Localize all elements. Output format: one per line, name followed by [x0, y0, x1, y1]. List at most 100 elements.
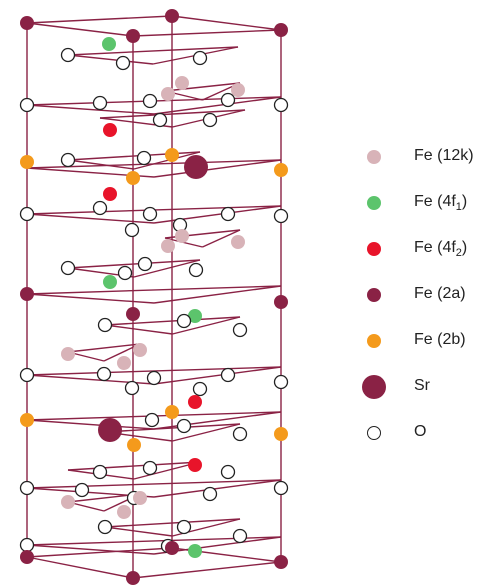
fe-2b-atom [20, 155, 34, 169]
legend-label-fe-2a: Fe (2a) [414, 285, 466, 302]
o-atom [60, 152, 76, 168]
layer-edge [67, 46, 239, 56]
fe-2b-atom [126, 171, 140, 185]
legend-item-sr: Sr [358, 374, 488, 400]
fe-12k-marker [367, 150, 381, 164]
fe-12k-atom [161, 87, 175, 101]
fe-12k-atom [133, 491, 147, 505]
legend-item-fe-4f2: Fe (4f2) [358, 236, 488, 262]
fe-12k-atom [231, 83, 245, 97]
fe-2b-atom [274, 427, 288, 441]
layer-edge [104, 526, 173, 537]
o-atom [202, 112, 218, 128]
o-atom [220, 206, 236, 222]
cell-edge [171, 15, 282, 31]
fe-12k-atom [61, 495, 75, 509]
o-atom [273, 97, 289, 113]
layer-edge [153, 479, 282, 498]
o-atom [176, 418, 192, 434]
layer-edge [26, 293, 155, 304]
fe-2a-atom [274, 295, 288, 309]
fe-4f1-atom [103, 275, 117, 289]
o-atom [142, 93, 158, 109]
o-marker [367, 426, 381, 440]
o-atom [232, 528, 248, 544]
fe-2b-marker [367, 334, 381, 348]
o-atom [19, 537, 35, 553]
fe-4f2-marker [367, 242, 381, 256]
fe-4f2-atom [103, 123, 117, 137]
fe-12k-atom [175, 229, 189, 243]
layer-edge [104, 324, 173, 335]
legend-item-o: O [358, 420, 488, 446]
layer-edge [67, 343, 141, 353]
fe-2a-atom [274, 23, 288, 37]
fe-4f1-marker [367, 196, 381, 210]
layer-edge [172, 423, 241, 442]
legend-item-fe-2b: Fe (2b) [358, 328, 488, 354]
layer-edge [202, 229, 241, 248]
cell-edge [26, 22, 134, 37]
legend-label-fe-4f2: Fe (4f2) [414, 239, 467, 259]
fe-4f2-atom [188, 458, 202, 472]
o-atom [92, 200, 108, 216]
layer-edge [26, 285, 282, 295]
layer-edge [99, 109, 246, 119]
layer-edge [164, 82, 241, 92]
cell-edge [132, 29, 282, 37]
fe-2a-atom [165, 9, 179, 23]
layer-edge [67, 159, 135, 170]
fe-2a-marker [367, 288, 381, 302]
layer-edge [133, 259, 201, 278]
legend-label-fe-2b: Fe (2b) [414, 331, 466, 348]
o-atom [117, 265, 133, 281]
cell-edge [26, 15, 173, 24]
layer-edge [153, 285, 282, 304]
sr-marker [362, 375, 386, 399]
layer-edge [153, 366, 282, 385]
cell-edge [132, 561, 282, 579]
o-atom [19, 480, 35, 496]
layer-edge [153, 96, 282, 115]
fe-2a-atom [126, 29, 140, 43]
fe-12k-atom [231, 235, 245, 249]
fe-12k-atom [117, 356, 131, 370]
fe-2a-atom [20, 16, 34, 30]
fe-2a-atom [274, 555, 288, 569]
layer-edge [26, 544, 155, 555]
fe-2a-atom [165, 541, 179, 555]
o-atom [273, 374, 289, 390]
o-atom [232, 322, 248, 338]
sr-atom [98, 418, 122, 442]
o-atom [92, 464, 108, 480]
o-atom [142, 206, 158, 222]
o-atom [220, 92, 236, 108]
o-atom [220, 464, 236, 480]
fe-4f1-atom [102, 37, 116, 51]
o-atom [176, 519, 192, 535]
fe-12k-atom [61, 347, 75, 361]
o-atom [176, 313, 192, 329]
o-atom [92, 95, 108, 111]
fe-4f2-atom [103, 187, 117, 201]
o-atom [202, 486, 218, 502]
legend-label-fe-4f2-sub: 2 [455, 247, 462, 260]
o-atom [192, 50, 208, 66]
layer-edge [67, 151, 201, 161]
o-atom [188, 262, 204, 278]
fe-4f1-atom [188, 309, 202, 323]
o-atom [19, 367, 35, 383]
layer-edge [104, 423, 241, 433]
o-atom [96, 366, 112, 382]
o-atom [232, 426, 248, 442]
cell-edge [26, 547, 173, 558]
o-atom [60, 260, 76, 276]
fe-12k-atom [133, 343, 147, 357]
layer-edge [104, 316, 241, 326]
layer-edge [26, 104, 155, 115]
atom-layer [19, 9, 289, 585]
o-atom [115, 55, 131, 71]
o-atom [220, 367, 236, 383]
layer-edge [104, 518, 241, 528]
o-atom [192, 381, 208, 397]
